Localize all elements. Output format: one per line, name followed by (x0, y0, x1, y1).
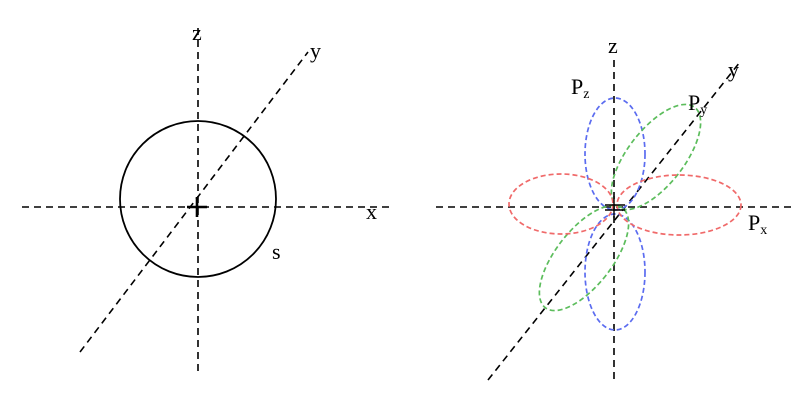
px-label-sub: x (760, 223, 767, 238)
py-lobe-lower (538, 204, 630, 312)
px-lobe-right (616, 174, 742, 236)
right-origin-marker (605, 196, 625, 218)
pz-label: Pz (571, 74, 589, 102)
right-y-axis (487, 61, 741, 381)
pz-label-base: P (571, 74, 583, 99)
px-lobe-left (508, 173, 614, 235)
py-label-base: P (688, 90, 700, 115)
left-z-label: z (192, 20, 202, 45)
s-orbital-diagram: z y x s (22, 20, 390, 375)
left-y-label: y (310, 38, 321, 63)
pz-lobe-bottom (584, 213, 646, 331)
p-orbitals-diagram: z y Pz Py Px (436, 33, 796, 381)
px-label-base: P (748, 210, 760, 235)
left-origin-marker (187, 197, 207, 217)
s-orbital-circle (119, 120, 277, 278)
py-label: Py (688, 90, 707, 118)
left-x-label: x (366, 199, 377, 224)
pz-lobe-top (584, 97, 646, 211)
right-y-label: y (728, 57, 739, 82)
s-orbital-label: s (272, 239, 281, 264)
right-z-label: z (608, 33, 618, 58)
px-label: Px (748, 210, 767, 238)
py-label-sub: y (700, 103, 707, 118)
py-orbital (538, 103, 702, 312)
pz-orbital (584, 97, 646, 331)
left-y-axis (79, 51, 309, 353)
pz-label-sub: z (583, 87, 589, 102)
